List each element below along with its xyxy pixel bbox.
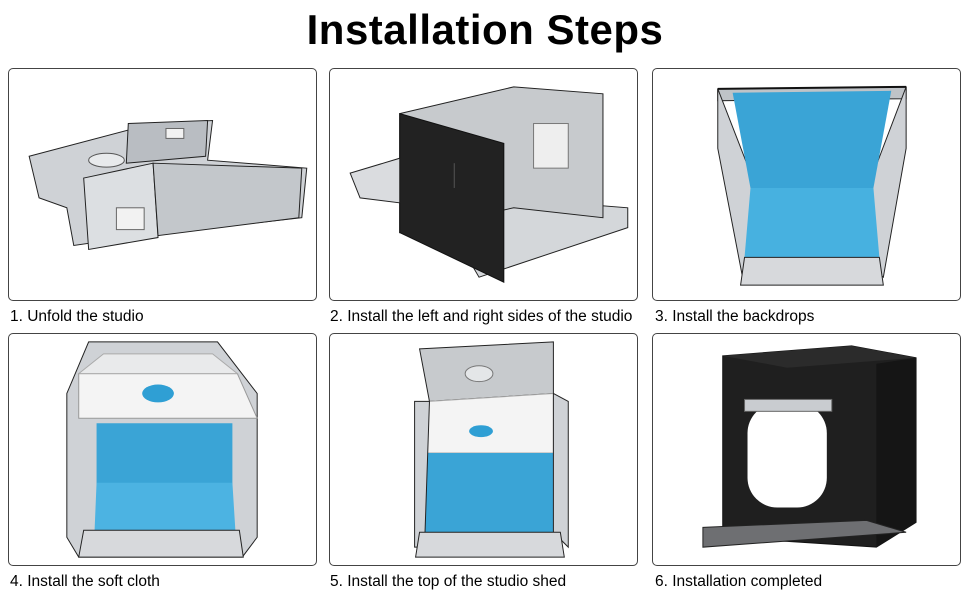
top-installed-illustration <box>414 341 569 558</box>
completed-studio-illustration <box>702 345 917 548</box>
sides-installed-illustration <box>349 86 629 283</box>
step-1-image <box>8 68 317 301</box>
page-title: Installation Steps <box>306 6 664 53</box>
unfolded-studio-illustration <box>28 120 308 251</box>
step-4-caption: 4. Install the soft cloth <box>10 573 160 590</box>
step-5-caption: 5. Install the top of the studio shed <box>330 573 567 590</box>
step-2-image <box>329 68 638 301</box>
step-6-caption: 6. Installation completed <box>655 573 823 590</box>
step-3-image <box>652 68 961 301</box>
step-6-image <box>652 333 961 566</box>
step-3-caption: 3. Install the backdrops <box>655 308 815 325</box>
step-4-image <box>8 333 317 566</box>
step-1-caption: 1. Unfold the studio <box>10 308 144 325</box>
soft-cloth-installed-illustration <box>66 341 258 558</box>
step-5-image <box>329 333 638 566</box>
backdrop-installed-illustration <box>717 85 907 286</box>
step-2-caption: 2. Install the left and right sides of t… <box>330 308 633 325</box>
